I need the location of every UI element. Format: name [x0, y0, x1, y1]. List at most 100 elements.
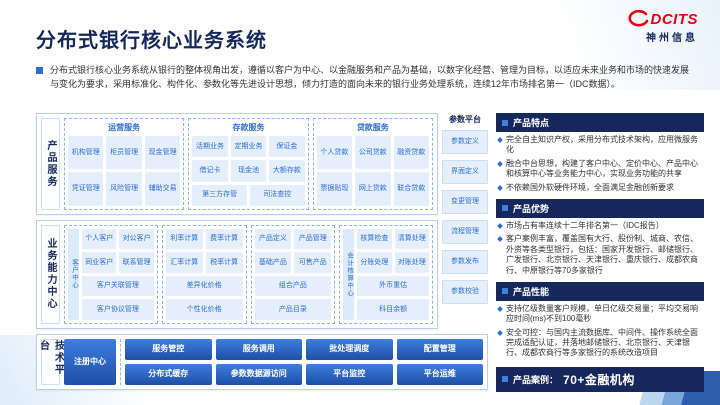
group-customer-center: 客户中心 个人客户 对公客户 同业客户 联系管理 客户关联管理 客户协议管理: [64, 224, 158, 324]
module-cell: 凭证管理: [68, 172, 104, 206]
bullet-text: 融合中台思想，构建了客户中心、定价中心、产品中心和核算中心等业务能力中心，实现业…: [506, 158, 698, 179]
panel-product-advantages: 产品优势 市场占有率连续十二年排名第一（IDC报告） 客户案例丰富，覆盖国有大行…: [496, 198, 704, 276]
row-product-services: 产品服务 运营服务 机构管理 柜员管理 现金管理 凭证管理 风险管理: [36, 113, 438, 215]
module-cell: 机构管理: [68, 136, 104, 170]
group-title: 贷款服务: [356, 123, 389, 132]
row-label-product-services: 产品服务: [41, 118, 60, 210]
module-cell: 外币重估: [357, 275, 429, 297]
row-label-tech-platform: 技术平台: [38, 339, 64, 385]
param-platform-column: 参数平台 参数定义 界面定义 变更管理 流程管理 参数发布 参数校验: [442, 113, 488, 329]
row-tech-platform: 技术平台 注册中心 服务管控 服务调用 批处理调度 配置管理 分布式缓存 参数数…: [36, 334, 488, 390]
module-cell: 联系管理: [119, 252, 154, 273]
group-operation-services: 运营服务 机构管理 柜员管理 现金管理 凭证管理 风险管理 辅助交易: [64, 118, 185, 210]
module-cell: 现金管理: [144, 136, 181, 170]
bullet-text: 不依赖国外软硬件环境，全面满足金融创新要求: [506, 182, 674, 192]
module-cell: 个性化价格: [165, 299, 243, 320]
diamond-bullet-icon: [497, 137, 503, 143]
case-bar: 产品案例： 70+金融机构: [496, 366, 704, 392]
module-cell: 组合产品: [254, 275, 332, 297]
bullet-item: 不依赖国外软硬件环境，全面满足金融创新要求: [497, 182, 702, 193]
bullet-text: 支持亿级数量客户规模，单日亿级交易量；平均交易响应时间(ms)不到100毫秒: [506, 303, 698, 324]
header-square-icon: [502, 119, 508, 126]
tech-module: 服务管控: [125, 339, 212, 360]
header-square-icon: [502, 376, 508, 383]
tech-module: 服务调用: [215, 339, 302, 360]
logo-company-text: 神州信息: [646, 33, 698, 44]
bullet-text: 安全可控：与国内主流数据库、中间件、操作系统全面完成适配认证，并落地邮储银行、北…: [506, 327, 698, 358]
panel-product-performance: 产品性能 支持亿级数量客户规模，单日亿级交易量；平均交易响应时间(ms)不到10…: [496, 281, 704, 359]
module-cell: 费率计算: [205, 228, 243, 250]
module-cell: 核算检查: [357, 228, 392, 250]
module-cell: 活期业务: [192, 136, 228, 158]
group-vertical-label: 会计核算中心: [343, 228, 355, 320]
tech-module: 批处理调度: [306, 339, 393, 360]
module-cell: 票据贴现: [316, 172, 353, 206]
tech-module: 平台运维: [396, 364, 483, 385]
module-cell: 产品目录: [254, 299, 332, 320]
module-cell: 汇率计算: [165, 252, 203, 273]
panel-product-features: 产品特点 完全自主知识产权，采用分布式技术架构，应用微服务化 融合中台思想，构建…: [496, 113, 704, 193]
module-cell: 大额存款: [269, 160, 305, 182]
module-cell: 清算处理: [394, 228, 429, 250]
module-cell: 差异化价格: [165, 275, 243, 297]
bullet-text: 完全自主知识产权，采用分布式技术架构，应用微服务化: [506, 135, 698, 155]
module-cell: 基础产品: [254, 252, 292, 273]
param-cell: 界面定义: [442, 160, 488, 184]
diamond-bullet-icon: [497, 184, 503, 191]
bullet-item: 融合中台思想，构建了客户中心、定价中心、产品中心和核算中心等业务能力中心，实现业…: [497, 158, 702, 180]
module-cell: 第三方存管: [192, 184, 247, 206]
module-cell: 辅助交易: [144, 172, 181, 206]
group-product-center: 产品定义 产品管理 基础产品 可售产品 组合产品 产品目录: [250, 224, 336, 324]
row-label-business-capability: 业务能力中心: [41, 224, 60, 324]
bullet-text: 客户案例丰富，覆盖国有大行、股份制、城商、农信、外资等各类型银行，包括：国家开发…: [506, 234, 698, 275]
module-cell: 分账处理: [357, 252, 392, 273]
decoration-top-right: [440, 0, 720, 90]
module-cell: 个人贷款: [316, 136, 353, 170]
module-cell: 产品定义: [254, 228, 292, 250]
param-cell: 参数校验: [442, 280, 488, 304]
tech-module: 配置管理: [396, 339, 483, 360]
module-cell: 联合贷款: [393, 172, 429, 206]
group-pricing-center: 利率计算 费率计算 汇率计算 税率计算 差异化价格 个性化价格: [161, 224, 247, 324]
bullet-item: 支持亿级数量客户规模，单日亿级交易量；平均交易响应时间(ms)不到100毫秒: [497, 303, 702, 325]
group-title: 运营服务: [108, 123, 141, 132]
bullet-text: 市场占有率连续十二年排名第一（IDC报告）: [506, 220, 664, 230]
module-cell: 现金池: [230, 160, 267, 182]
group-title: 存款服务: [232, 123, 265, 132]
row-business-capability: 业务能力中心 客户中心 个人客户 对公客户 同业客户 联系管理 客户关联管理: [36, 219, 438, 329]
module-cell: 利率计算: [165, 228, 203, 250]
group-vertical-label: 客户中心: [68, 228, 79, 320]
module-cell: 对账处理: [394, 252, 429, 273]
intro-text: 分布式银行核心业务系统从银行的整体视角出发，遵循以客户为中心、以金融服务和产品为…: [50, 65, 690, 89]
brand-logo: DCITS 神州信息: [627, 10, 699, 44]
module-cell: 产品管理: [294, 228, 332, 250]
tech-module: 分布式缓存: [125, 364, 212, 385]
panel-title: 产品特点: [513, 118, 550, 128]
bullet-square-icon: [36, 67, 43, 74]
bullet-item: 客户案例丰富，覆盖国有大行、股份制、城商、农信、外资等各类型银行，包括：国家开发…: [497, 234, 702, 276]
logo-brand-text: DCITS: [650, 10, 698, 28]
group-loan-services: 贷款服务 个人贷款 公司贷款 融资贷款 票据贴现 网上贷款 联合贷款: [312, 118, 433, 210]
module-cell: 可售产品: [294, 252, 332, 273]
diamond-bullet-icon: [497, 306, 503, 312]
info-panels: 产品特点 完全自主知识产权，采用分布式技术架构，应用微服务化 融合中台思想，构建…: [496, 113, 704, 392]
param-cell: 流程管理: [442, 220, 488, 244]
case-label: 产品案例：: [513, 374, 559, 385]
intro-paragraph: 分布式银行核心业务系统从银行的整体视角出发，遵循以客户为中心、以金融服务和产品为…: [36, 64, 692, 91]
panel-header: 产品性能: [496, 281, 704, 301]
module-cell: 融资贷款: [393, 136, 429, 170]
diamond-bullet-icon: [497, 236, 503, 243]
module-cell: 公司贷款: [355, 136, 391, 170]
group-accounting-center: 会计核算中心 核算检查 清算处理 分账处理 对账处理 外币重估 科目余额: [339, 224, 433, 324]
module-cell: 风险管理: [106, 172, 142, 206]
divider: [120, 339, 121, 385]
module-cell: 科目余额: [357, 299, 429, 320]
module-cell: 客户关联管理: [82, 275, 154, 297]
module-cell: 定期业务: [230, 136, 267, 158]
tech-module: 平台监控: [306, 364, 393, 385]
group-deposit-services: 存款服务 活期业务 定期业务 保证金 借记卡 现金池 大额存款 第三方存管 司: [188, 118, 309, 210]
main-content: 产品服务 运营服务 机构管理 柜员管理 现金管理 凭证管理 风险管理: [36, 113, 704, 392]
case-value: 70+金融机构: [563, 372, 635, 387]
module-cell: 保证金: [269, 136, 305, 158]
